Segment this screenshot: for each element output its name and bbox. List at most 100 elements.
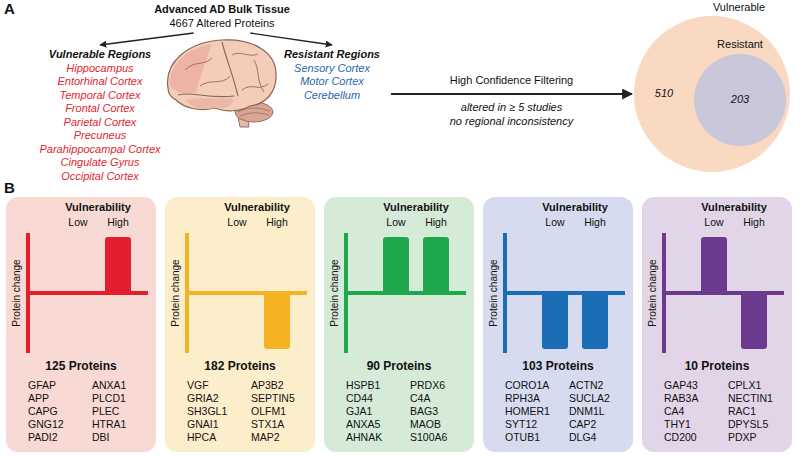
- source-group: Advanced AD Bulk Tissue4667 Altered Prot…: [151, 3, 293, 30]
- category-label: High: [584, 216, 606, 229]
- category-label: Low: [704, 216, 723, 229]
- change-bar: [423, 237, 449, 293]
- region-list: Resistant RegionsSensory CortexMotor Cor…: [281, 48, 383, 102]
- protein-name: AHNAK: [346, 431, 382, 444]
- connector-arrow: [250, 33, 332, 45]
- cerebellum-fold: [240, 113, 269, 116]
- protein-name: SEPTIN5: [251, 392, 295, 405]
- category-label: High: [266, 216, 288, 229]
- connector-arrow: [100, 33, 194, 45]
- protein-name: DPYSL5: [728, 418, 768, 431]
- protein-name: BAG3: [410, 405, 438, 418]
- gyrus-line: [242, 84, 268, 90]
- protein-name: DLG4: [569, 431, 596, 444]
- protein-name: CAPG: [28, 405, 58, 418]
- protein-name: GAP43: [664, 379, 698, 392]
- axis-label: Protein change: [169, 259, 182, 326]
- protein-name: DNM1L: [569, 405, 605, 418]
- protein-name: MAOB: [410, 418, 441, 431]
- protein-name: HSPB1: [346, 379, 380, 392]
- region-name: Sensory Cortex: [284, 62, 380, 76]
- axis-label: Protein change: [10, 259, 23, 326]
- set-label: Vulnerable: [713, 1, 765, 15]
- protein-name: CPLX1: [728, 379, 761, 392]
- count-label: 103 Proteins: [522, 360, 593, 373]
- axis-title: Vulnerability: [383, 201, 449, 214]
- category-label: High: [743, 216, 765, 229]
- pattern-panel: VulnerabilityLowHighProtein change103 Pr…: [483, 197, 633, 452]
- group-heading: Vulnerable Regions: [39, 48, 160, 62]
- count-label: 125 Proteins: [45, 360, 116, 373]
- protein-name: ACTN2: [569, 379, 603, 392]
- connector-arrow: [391, 93, 632, 95]
- change-bar: [701, 237, 727, 293]
- source-title: Advanced AD Bulk Tissue: [154, 3, 290, 17]
- axis-label: Protein change: [328, 259, 341, 326]
- protein-name: PLCD1: [92, 392, 126, 405]
- set-circle: [694, 54, 786, 146]
- region-name: Motor Cortex: [284, 75, 380, 89]
- protein-name: GJA1: [346, 405, 372, 418]
- count-label: 10 Proteins: [685, 360, 750, 373]
- protein-name: DBI: [92, 431, 110, 444]
- change-bar: [741, 293, 767, 349]
- protein-name: RPH3A: [505, 392, 540, 405]
- protein-name: GNAI1: [187, 418, 219, 431]
- venn-circle: Vulnerable510Resistant203: [634, 16, 790, 172]
- pattern-panel: VulnerabilityLow HighProtein change 90 Pro…: [324, 197, 474, 452]
- set-label: Resistant: [717, 38, 763, 52]
- protein-name: APP: [28, 392, 49, 405]
- gyrus-line: [254, 60, 264, 92]
- protein-name: MAP2: [251, 431, 280, 444]
- protein-name: PADI2: [28, 431, 58, 444]
- brain-illustration: [168, 40, 276, 127]
- region-list: Vulnerable RegionsHippocampusEntorhinal …: [36, 48, 163, 183]
- protein-name: C4A: [410, 392, 430, 405]
- group-heading: Resistant Regions: [284, 48, 380, 62]
- protein-name: HOMER1: [505, 405, 550, 418]
- change-bar: [542, 293, 568, 349]
- central-sulcus: [222, 42, 238, 96]
- category-label: Low: [545, 216, 564, 229]
- protein-name: PDXP: [728, 431, 757, 444]
- protein-name: ANXA5: [346, 418, 380, 431]
- set-circle: [634, 16, 790, 172]
- category-label: Low: [68, 216, 87, 229]
- count-label: 90 Proteins: [367, 360, 432, 373]
- protein-name: CD200: [664, 431, 697, 444]
- protein-name: HTRA1: [92, 418, 126, 431]
- protein-name: S100A6: [410, 431, 447, 444]
- frontal-lobe: [170, 44, 212, 93]
- category-label: High: [107, 216, 129, 229]
- set-count: 203: [731, 93, 749, 107]
- protein-name: GNG12: [28, 418, 64, 431]
- protein-name: GRIA2: [187, 392, 219, 405]
- pattern-panel: VulnerabilityLowHighProtein change182 Pr…: [165, 197, 315, 452]
- region-name: Occipital Cortex: [39, 170, 160, 184]
- protein-name: AP3B2: [251, 379, 284, 392]
- venn-circle: Resistant203: [694, 54, 786, 146]
- axis-title: Vulnerability: [65, 201, 131, 214]
- category-label: Low: [386, 216, 405, 229]
- category-label: Low: [227, 216, 246, 229]
- protein-name: OTUB1: [505, 431, 540, 444]
- protein-name: SUCLA2: [569, 392, 610, 405]
- category-label: High: [425, 216, 447, 229]
- region-name: Entorhinal Cortex: [39, 75, 160, 89]
- region-name: Precuneus: [39, 129, 160, 143]
- axis-label: Protein change: [487, 259, 500, 326]
- protein-name: PRDX6: [410, 379, 445, 392]
- panel-letter: A: [4, 0, 15, 18]
- region-name: Frontal Cortex: [39, 102, 160, 116]
- pattern-panel: VulnerabilityLow HighProtein change 125 Pr…: [6, 197, 156, 452]
- gyrus-line: [200, 76, 230, 86]
- change-bar: [582, 293, 608, 349]
- edge-label: High Confidence Filtering: [450, 74, 574, 87]
- region-name: Parahippocampal Cortex: [39, 143, 160, 157]
- change-bar: [264, 293, 290, 349]
- protein-name: CAP2: [569, 418, 596, 431]
- protein-name: RAB3A: [664, 392, 698, 405]
- region-name: Hippocampus: [39, 62, 160, 76]
- criteria-note: no regional inconsistency: [450, 114, 574, 128]
- pattern-panel: VulnerabilityLowHighProtein change10 Pro…: [642, 197, 792, 452]
